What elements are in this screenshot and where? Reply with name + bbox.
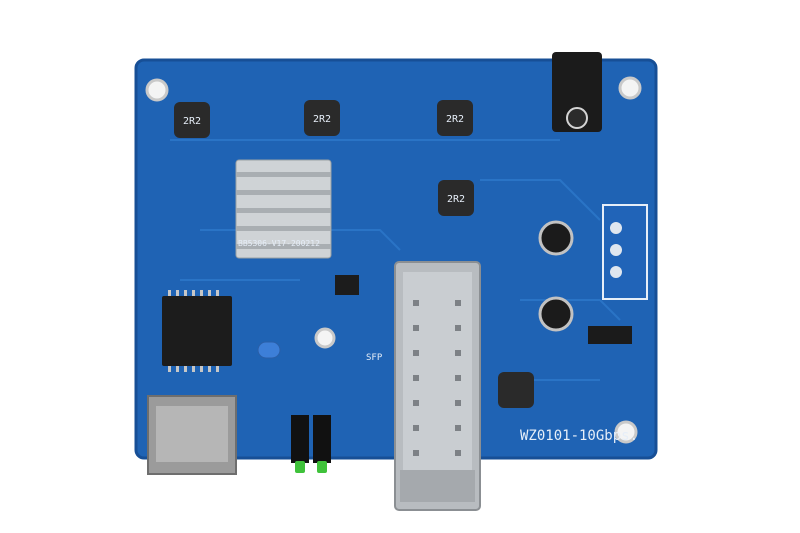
mounting-hole-icon bbox=[618, 76, 642, 100]
inductor-icon: 2R2 bbox=[438, 180, 474, 216]
capacitor-icon bbox=[538, 220, 574, 332]
status-leds bbox=[291, 415, 331, 473]
chip-icon bbox=[335, 275, 359, 295]
mounting-hole-icon bbox=[145, 78, 169, 102]
inductor-icon: 2R2 bbox=[174, 102, 210, 138]
heatsink bbox=[235, 159, 332, 259]
rj45-port-icon[interactable] bbox=[147, 395, 237, 475]
svg-text:2R2: 2R2 bbox=[313, 114, 331, 125]
inductor-icon: 2R2 bbox=[437, 100, 473, 136]
inductor-icon bbox=[498, 372, 534, 408]
svg-text:2R2: 2R2 bbox=[183, 116, 201, 127]
dc-power-jack[interactable] bbox=[552, 52, 602, 132]
terminal-block[interactable] bbox=[602, 204, 648, 300]
svg-text:2R2: 2R2 bbox=[446, 114, 464, 125]
inductor-icon: 2R2 bbox=[304, 100, 340, 136]
mounting-hole-icon bbox=[314, 327, 336, 349]
chip-icon bbox=[162, 290, 232, 372]
sfp-label: SFP bbox=[366, 353, 383, 363]
model-label: WZ0101-10Gbps. bbox=[520, 428, 638, 444]
sfp-cage[interactable] bbox=[394, 261, 481, 511]
part-code: BB5306-V17-200212 bbox=[238, 239, 320, 248]
svg-text:2R2: 2R2 bbox=[447, 194, 465, 205]
diode bbox=[588, 326, 632, 344]
mounting-hole-icon bbox=[614, 420, 638, 444]
capacitor-icon bbox=[257, 341, 281, 359]
